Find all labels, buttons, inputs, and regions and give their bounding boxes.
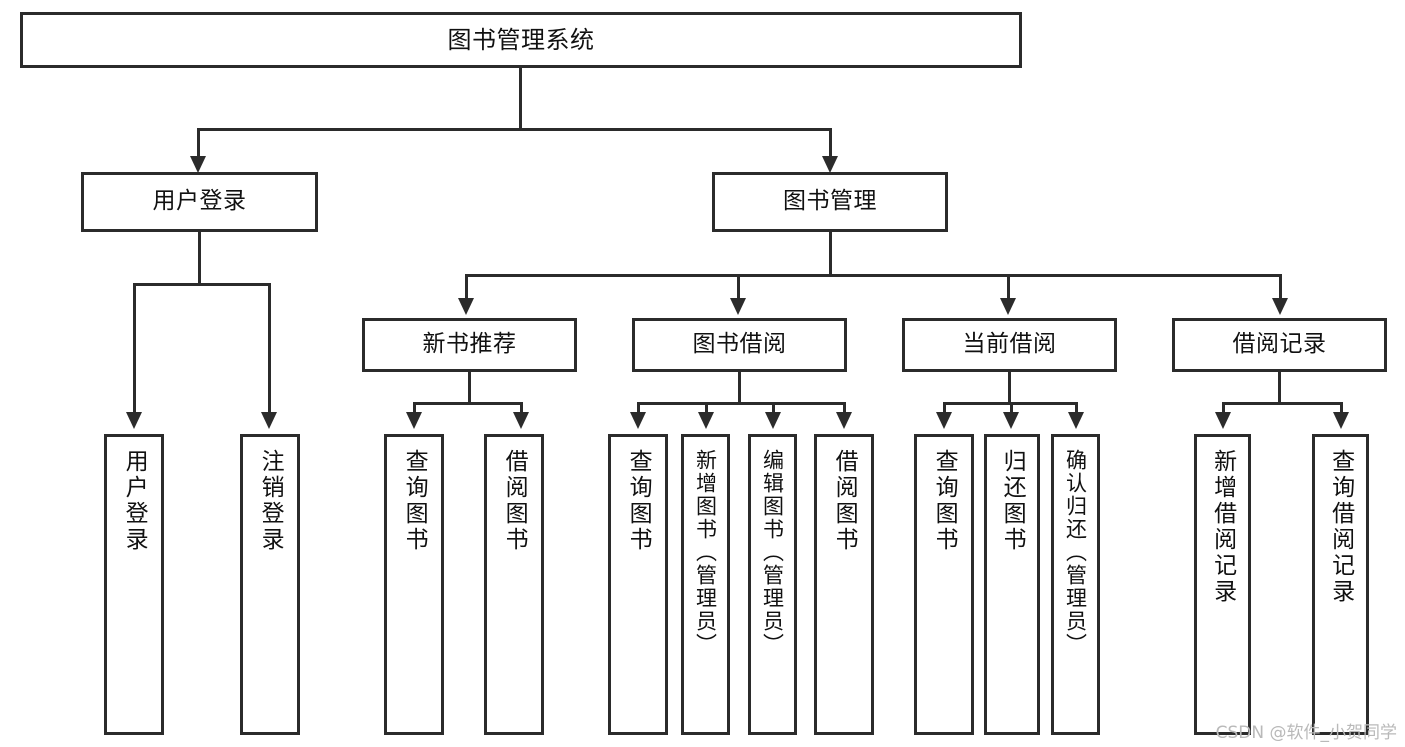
leaf-cb-return-book[interactable]: 归还图书 <box>984 434 1040 735</box>
connector-bb-bus <box>637 402 846 405</box>
node-current-borrow[interactable]: 当前借阅 <box>902 318 1117 372</box>
node-label: 借阅图书 <box>831 449 858 553</box>
csdn-watermark: CSDN @软件_小贺同学 <box>1215 723 1397 743</box>
arrowhead-bb-borrow-book <box>836 412 852 429</box>
connector-bb-drop-3 <box>772 402 775 414</box>
node-label: 注销登录 <box>257 449 284 553</box>
connector-bm-drop-borrow-record <box>1279 274 1282 300</box>
connector-nbr-bus <box>413 402 523 405</box>
arrowhead-bb-add-book <box>698 412 714 429</box>
arrowhead-borrow-record <box>1272 298 1288 315</box>
arrowhead-cb-return-book <box>1003 412 1019 429</box>
leaf-bb-query-book[interactable]: 查询图书 <box>608 434 668 735</box>
connector-nbr-drop-1 <box>413 402 416 414</box>
arrowhead-book-management <box>822 156 838 173</box>
leaf-br-query-record[interactable]: 查询借阅记录 <box>1312 434 1369 735</box>
node-label: 新增图书（管理员） <box>693 449 718 656</box>
arrowhead-nbr-query-book <box>406 412 422 429</box>
arrowhead-new-book-recommend <box>458 298 474 315</box>
leaf-user-login[interactable]: 用户登录 <box>104 434 164 735</box>
connector-root-drop-user-login <box>197 128 200 158</box>
connector-cb-drop-2 <box>1010 402 1013 414</box>
node-label: 归还图书 <box>999 449 1026 553</box>
node-label: 新增借阅记录 <box>1209 449 1236 605</box>
node-user-login[interactable]: 用户登录 <box>81 172 318 232</box>
leaf-cb-confirm-return-admin[interactable]: 确认归还（管理员） <box>1051 434 1100 735</box>
connector-bb-drop-2 <box>705 402 708 414</box>
connector-bb-drop-1 <box>637 402 640 414</box>
node-root-book-management-system[interactable]: 图书管理系统 <box>20 12 1022 68</box>
connector-root-drop-book-management <box>829 128 832 158</box>
connector-br-bus <box>1222 402 1343 405</box>
connector-root-bus <box>197 128 832 131</box>
connector-cb-drop-3 <box>1075 402 1078 414</box>
connector-bm-drop-current-borrow <box>1007 274 1010 300</box>
connector-user-login-drop-1 <box>133 283 136 414</box>
connector-cb-drop-1 <box>943 402 946 414</box>
leaf-logout-login[interactable]: 注销登录 <box>240 434 300 735</box>
node-label: 确认归还（管理员） <box>1063 449 1088 656</box>
node-book-borrow[interactable]: 图书借阅 <box>632 318 847 372</box>
arrowhead-leaf-user-login <box>126 412 142 429</box>
leaf-bb-add-book-admin[interactable]: 新增图书（管理员） <box>681 434 730 735</box>
node-book-management[interactable]: 图书管理 <box>712 172 948 232</box>
arrowhead-leaf-logout-login <box>261 412 277 429</box>
arrowhead-bb-query-book <box>630 412 646 429</box>
leaf-cb-query-book[interactable]: 查询图书 <box>914 434 974 735</box>
connector-user-login-stem <box>198 232 201 283</box>
node-label: 借阅图书 <box>501 449 528 553</box>
connector-bb-stem <box>738 372 741 402</box>
connector-bm-drop-new-book <box>465 274 468 300</box>
node-new-book-recommend[interactable]: 新书推荐 <box>362 318 577 372</box>
leaf-bb-borrow-book[interactable]: 借阅图书 <box>814 434 874 735</box>
arrowhead-book-borrow <box>730 298 746 315</box>
leaf-nbr-borrow-book[interactable]: 借阅图书 <box>484 434 544 735</box>
arrowhead-nbr-borrow-book <box>513 412 529 429</box>
connector-nbr-stem <box>468 372 471 402</box>
node-label: 查询图书 <box>625 449 652 553</box>
connector-br-drop-2 <box>1340 402 1343 414</box>
node-label: 查询借阅记录 <box>1327 449 1354 605</box>
node-label: 图书管理 <box>783 188 877 215</box>
node-label: 新书推荐 <box>422 331 517 358</box>
connector-book-management-stem <box>829 232 832 274</box>
node-label: 查询图书 <box>401 449 428 553</box>
node-label: 图书管理系统 <box>447 25 595 54</box>
connector-user-login-bus <box>133 283 271 286</box>
arrowhead-br-add-record <box>1215 412 1231 429</box>
node-label: 编辑图书（管理员） <box>760 449 785 656</box>
node-label: 图书借阅 <box>692 331 787 358</box>
arrowhead-br-query-record <box>1333 412 1349 429</box>
arrowhead-user-login <box>190 156 206 173</box>
leaf-bb-edit-book-admin[interactable]: 编辑图书（管理员） <box>748 434 797 735</box>
connector-user-login-drop-2 <box>268 283 271 414</box>
connector-root-stem <box>519 68 522 128</box>
connector-bb-drop-4 <box>843 402 846 414</box>
arrowhead-bb-edit-book <box>765 412 781 429</box>
leaf-br-add-record[interactable]: 新增借阅记录 <box>1194 434 1251 735</box>
node-label: 当前借阅 <box>962 331 1057 358</box>
arrowhead-cb-confirm-return <box>1068 412 1084 429</box>
leaf-nbr-query-book[interactable]: 查询图书 <box>384 434 444 735</box>
connector-cb-stem <box>1008 372 1011 402</box>
connector-nbr-drop-2 <box>520 402 523 414</box>
connector-br-drop-1 <box>1222 402 1225 414</box>
arrowhead-cb-query-book <box>936 412 952 429</box>
arrowhead-current-borrow <box>1000 298 1016 315</box>
node-label: 借阅记录 <box>1232 331 1327 358</box>
connector-br-stem <box>1278 372 1281 402</box>
connector-bm-drop-book-borrow <box>737 274 740 300</box>
node-label: 用户登录 <box>152 188 247 215</box>
node-label: 用户登录 <box>121 449 148 553</box>
node-borrow-record[interactable]: 借阅记录 <box>1172 318 1387 372</box>
node-label: 查询图书 <box>931 449 958 553</box>
connector-book-management-bus <box>465 274 1282 277</box>
